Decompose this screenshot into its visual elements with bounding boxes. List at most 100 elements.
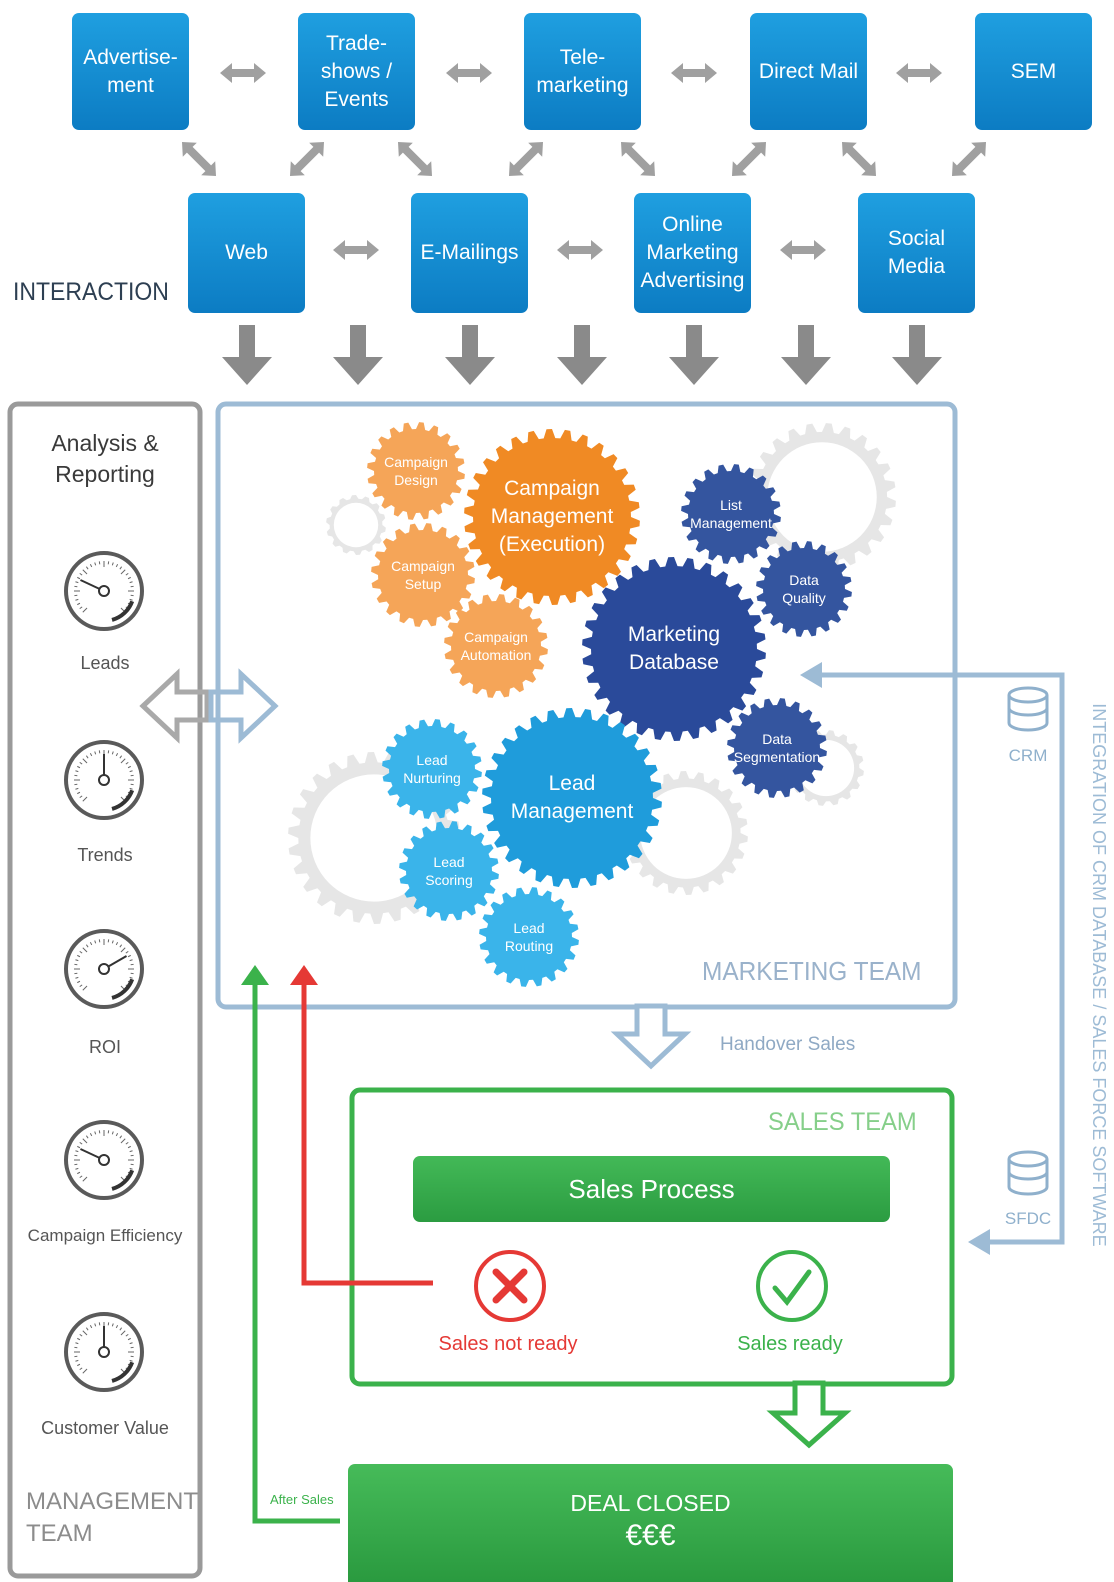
gear-list-management <box>681 464 781 564</box>
gear-lead-nurturing <box>382 719 482 819</box>
deco-gear-small-hole <box>333 502 379 548</box>
gauge-customer-value-tick <box>111 1323 114 1327</box>
gauge-trends-tick <box>79 761 83 765</box>
sales-frame <box>349 1087 955 1387</box>
gauge-trends-tick <box>127 765 131 769</box>
down-arrow-2 <box>445 325 495 385</box>
gauge-customer-value-tick <box>129 1359 133 1362</box>
hollow-arrow-left <box>139 668 210 744</box>
gauge-leads-tick <box>77 602 81 606</box>
gauge-customer-value-tick <box>79 1333 83 1337</box>
gear-label-data-quality: Data Quality <box>782 572 826 606</box>
channel-social-media: Social Media <box>858 193 975 313</box>
gauge-customer-value-tick <box>119 1327 123 1331</box>
down-arrow-3 <box>557 325 607 385</box>
gear-lead-scoring <box>399 821 499 921</box>
deal-closed-title: DEAL CLOSED <box>570 1490 731 1516</box>
gauge-campaign-efficiency-tick <box>85 1135 89 1139</box>
gear-campaign-design <box>367 422 465 520</box>
gauge-roi-tick <box>120 947 126 953</box>
gauge-roi-tick <box>79 950 83 954</box>
sfdc-database-icon-body <box>1007 1159 1049 1196</box>
gauge-customer-value-tick <box>127 1337 131 1341</box>
x-mark-icon <box>492 1268 528 1304</box>
gauge-roi-tick <box>77 954 81 958</box>
gauge-roi-tick <box>129 976 133 979</box>
gauge-leads-tick <box>120 569 126 575</box>
gauge-label-trends: Trends <box>77 845 133 865</box>
not-ready-line <box>301 983 433 1286</box>
gauge-leads-redzone <box>111 600 135 622</box>
gear-label-marketing-database: Marketing Database <box>627 623 721 674</box>
gear-data-quality <box>756 541 852 637</box>
gauge-roi-tick <box>79 984 83 988</box>
gauge-trends-redzone <box>111 789 135 811</box>
gauge-trends-tick <box>129 770 133 773</box>
deco-gear-center-hole <box>640 787 732 879</box>
deal-closed-box: DEAL CLOSED €€€ <box>348 1464 953 1582</box>
gauge-roi-tick <box>111 940 114 944</box>
crm-database-icon-top <box>1007 686 1049 704</box>
sfdc-label: SFDC <box>1004 1209 1052 1228</box>
gauge-customer-value-tick <box>82 1368 88 1374</box>
gear-campaign-automation <box>444 594 548 698</box>
gauge-leads-tick <box>127 576 131 580</box>
channel-web: Web <box>188 193 305 313</box>
not-ready-arrowhead <box>290 965 318 985</box>
gauge-roi-tick <box>85 944 89 948</box>
hollow-arrow-right <box>208 668 279 744</box>
gauge-trends-tick <box>79 795 83 799</box>
integration-arrow-sfdc <box>968 1229 990 1255</box>
gear-label-campaign-design: Campaign Design <box>384 454 448 488</box>
gauge-roi-tick <box>125 950 129 954</box>
gauge-trends-tick <box>77 791 81 795</box>
marketing-team-label: MARKETING TEAM <box>702 956 922 986</box>
gauge-leads-tick <box>119 566 123 570</box>
gauge-roi-tick <box>82 947 88 953</box>
double-arrow-row2-0 <box>333 240 379 260</box>
gauge-campaign-efficiency-tick <box>127 1145 131 1149</box>
gauge-trends-tick <box>75 770 79 773</box>
double-arrow-row1-0 <box>220 63 266 83</box>
crm-database-icon-band <box>1007 707 1049 717</box>
gauge-roi-tick <box>89 942 93 946</box>
integration-line <box>822 672 1065 1245</box>
gauge-campaign-efficiency-tick <box>111 1131 114 1135</box>
deco-gear-top-right-hole <box>767 442 877 552</box>
gauge-trends-tick <box>94 751 97 755</box>
gear-lead-routing <box>479 887 579 987</box>
gauge-campaign-efficiency-tick <box>77 1145 81 1149</box>
gauge-customer-value-tick <box>77 1337 81 1341</box>
gauge-campaign-efficiency-tick <box>94 1131 97 1135</box>
gear-label-lead-management: Lead Management <box>510 772 634 823</box>
gear-label-lead-nurturing: Lead Nurturing <box>403 752 461 786</box>
gauge-customer-value-tick <box>115 1325 119 1329</box>
gauge-roi-redzone <box>111 978 135 1000</box>
gear-label-lead-scoring: Lead Scoring <box>425 854 473 888</box>
gauge-campaign-efficiency-tick <box>115 1133 119 1137</box>
diagonal-arrow-7 <box>952 142 986 176</box>
deal-closed-amount: €€€ <box>625 1519 676 1552</box>
gauge-customer-value-tick <box>79 1367 83 1371</box>
gauge-trends-tick <box>129 787 133 790</box>
gauge-customer-value-tick <box>120 1330 126 1336</box>
gauge-campaign-efficiency-tick <box>125 1141 129 1145</box>
double-arrow-row2-2 <box>780 240 826 260</box>
gauge-label-campaign-efficiency: Campaign Efficiency <box>27 1226 183 1245</box>
gear-label-campaign-management: Campaign Management (Execution) <box>490 477 614 556</box>
gauge-leads-tick <box>129 598 133 601</box>
gauge-leads-tick <box>77 576 81 580</box>
gauge-roi-tick <box>75 959 79 962</box>
sales-not-ready-label: Sales not ready <box>438 1333 578 1355</box>
channel-sem: SEM <box>975 13 1092 130</box>
gauge-trends-tick <box>115 753 119 757</box>
gauge-trends-tick <box>82 758 88 764</box>
gauge-roi-tick <box>127 954 131 958</box>
gauge-roi-tick <box>94 940 97 944</box>
gauge-trends-tick <box>111 751 114 755</box>
gauge-roi-tick <box>115 942 119 946</box>
gauge-label-customer-value: Customer Value <box>41 1418 169 1438</box>
gear-marketing-database <box>582 557 766 741</box>
check-mark-icon <box>772 1269 812 1307</box>
gauge-leads-tick <box>94 562 97 566</box>
